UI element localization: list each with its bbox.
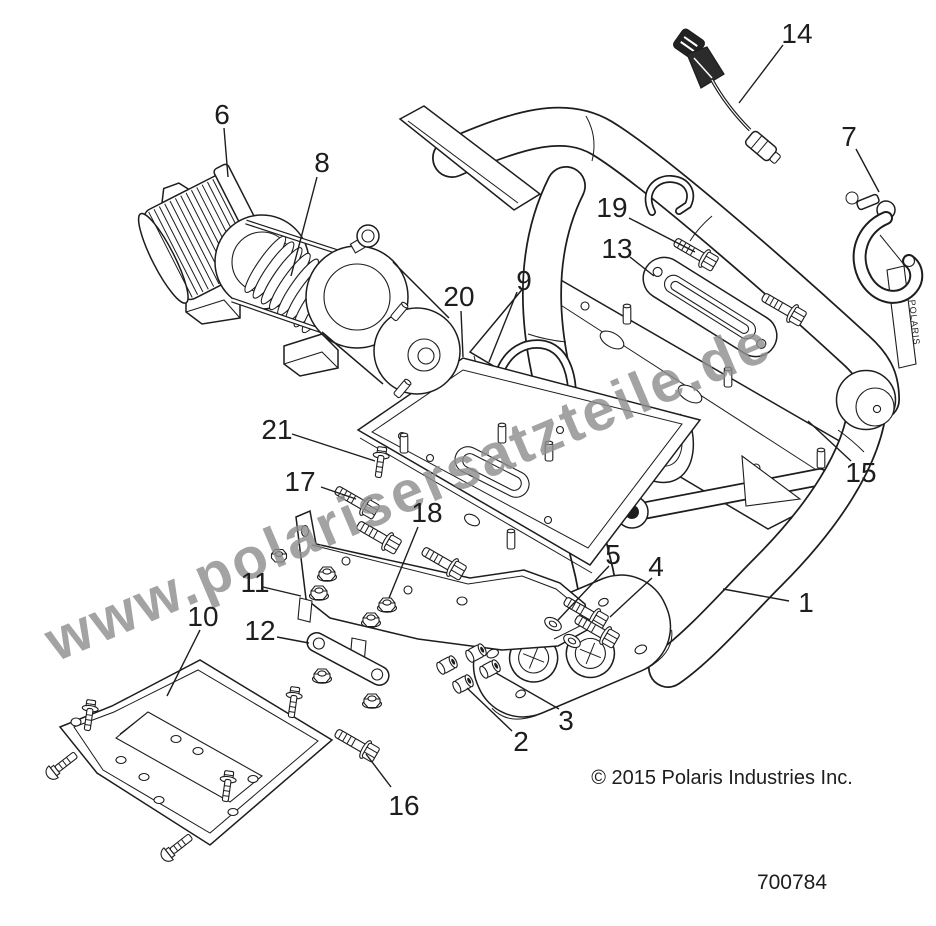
flange-screw-fastener [219,770,237,803]
flange-nut-fastener [376,597,398,613]
leader-line-4 [609,577,653,618]
leader-line-17 [320,486,357,500]
callout-number-11: 11 [240,567,269,598]
callout-number-15: 15 [845,457,876,488]
callout-number-21: 21 [261,414,292,445]
stud-fastener [497,422,507,444]
flange-screw-fastener [372,446,390,479]
stud-fastener [723,366,733,388]
callout-number-9: 9 [516,265,532,296]
hook-tag-label: POLARIS [907,299,922,346]
leader-line-16 [365,753,392,788]
hex-bolt-fastener [761,293,807,327]
stud-fastener [393,378,412,399]
bushing-fastener [436,655,458,675]
flange-nut-fastener [360,612,382,628]
callout-number-6: 6 [214,99,230,130]
hex-bolt-fastener [574,615,620,649]
callout-number-2: 2 [513,726,529,757]
flange-screw-fastener [285,686,303,719]
strap-link [306,632,390,686]
flange-nut-fastener [361,693,383,709]
leader-line-18 [388,526,419,599]
leader-line-20 [460,310,464,358]
callout-number-18: 18 [411,497,442,528]
washer-fastener [544,616,562,632]
leader-line-3 [495,672,560,710]
bushing-fastener [479,659,501,679]
stud-fastener [544,440,554,462]
bushing-fastener [452,674,474,694]
hex-bolt-fastener [356,521,402,555]
carriage-bolt-fastener [160,834,193,862]
winch-hook: POLARIS [845,191,924,369]
leader-line-5 [557,565,610,621]
callout-number-12: 12 [244,615,275,646]
tube-cut-face [398,105,542,211]
leader-line-7 [855,148,880,193]
callout-number-13: 13 [601,233,632,264]
leader-line-13 [629,256,655,277]
hex-bolt-fastener [334,729,380,763]
flange-nut-fastener [311,668,333,684]
callout-number-10: 10 [187,601,218,632]
leader-line-2 [466,687,513,732]
leader-line-10 [166,629,201,697]
leader-line-6 [223,127,229,178]
leader-line-8 [290,176,318,277]
callout-number-17: 17 [284,466,315,497]
callout-number-14: 14 [781,18,812,49]
flange-screw-fastener [81,699,99,732]
callout-number-4: 4 [648,551,664,582]
flange-nut-fastener [316,566,338,582]
stud-fastener [622,303,632,325]
leader-line-14 [738,44,784,104]
hex-nut-fastener [270,548,288,563]
diagram-part-number: 700784 [757,871,827,894]
leader-line-1 [722,588,790,602]
fastener-layer [45,238,826,862]
washer-fastener [563,633,581,649]
callout-number-20: 20 [443,281,474,312]
stud-fastener [399,432,409,454]
cable-grip [686,46,725,89]
flange-nut-fastener [308,585,330,601]
callout-number-7: 7 [841,121,857,152]
stud-fastener [816,447,826,469]
callout-number-5: 5 [605,539,621,570]
winch-d-ring [349,224,380,254]
callout-number-16: 16 [388,790,419,821]
bushing-fastener [465,643,487,663]
leader-line-15 [807,420,852,462]
leader-line-12 [276,636,310,644]
winch-assembly [137,163,461,395]
mount-plate-slot [454,446,530,498]
power-cable [673,28,781,164]
leader-line-19 [628,217,696,253]
cable-plug [744,130,781,164]
carriage-bolt-fastener [45,752,78,780]
callout-number-19: 19 [596,192,627,223]
stud-fastener [506,528,516,550]
leader-line-21 [291,433,376,462]
fairlead [642,256,778,358]
callout-number-1: 1 [798,587,814,618]
hex-bolt-fastener [421,547,467,581]
leader-line-9 [488,291,518,363]
j-hook [644,175,695,216]
hex-bolt-fastener [334,486,380,520]
leader-line-11 [262,586,302,597]
callout-number-8: 8 [314,147,330,178]
callout-number-3: 3 [558,705,574,736]
stud-fastener [390,301,409,322]
copyright-line: © 2015 Polaris Industries Inc. [591,767,853,789]
